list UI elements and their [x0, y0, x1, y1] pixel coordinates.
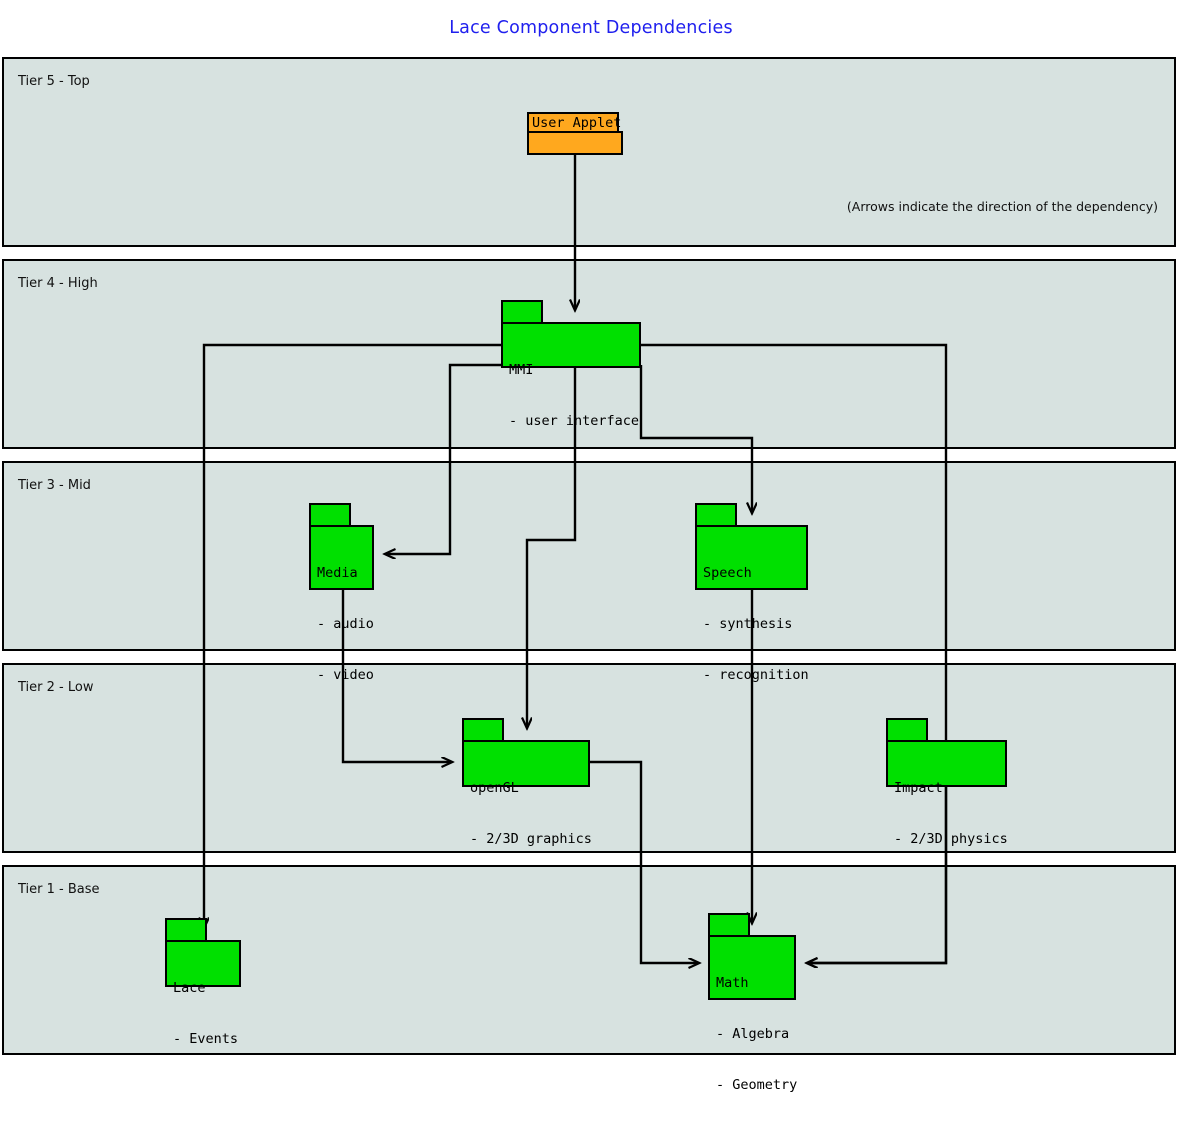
package-math-name: Math: [716, 975, 749, 991]
tier-label-5: Tier 5 - Top: [18, 74, 90, 89]
package-lace-name: Lace: [173, 980, 206, 996]
package-user-applet-label: User Applet: [527, 112, 621, 133]
package-media-body: Media - audio - video: [309, 525, 374, 683]
tier-label-2: Tier 2 - Low: [18, 680, 94, 695]
edge-impact-to-math: [807, 765, 948, 963]
package-tab-icon: [708, 913, 750, 937]
package-impact-name: Impact: [894, 780, 943, 796]
package-speech-name: Speech: [703, 565, 752, 581]
tier-band-mid: Tier 3 - Mid: [2, 461, 1176, 651]
connector-layer: [0, 155, 948, 1056]
package-mmi-name: MMI: [509, 362, 534, 378]
package-impact-body: Impact - 2/3D physics: [886, 740, 1008, 847]
package-opengl-name: openGL: [470, 780, 519, 796]
edge-mmi-to-opengl: [527, 346, 577, 728]
package-tab-icon: [165, 918, 207, 942]
package-tab-icon: [695, 503, 737, 527]
arrow-direction-note: (Arrows indicate the direction of the de…: [846, 199, 1158, 214]
package-mmi-body: MMI - user interface: [501, 322, 641, 429]
package-speech-item-1: - synthesis: [703, 616, 793, 632]
tier-label-4: Tier 4 - High: [18, 276, 98, 291]
package-tab-icon: [462, 718, 504, 742]
package-tab-icon: [501, 300, 543, 324]
package-speech-item-2: - recognition: [703, 667, 809, 683]
package-impact-item-1: - 2/3D physics: [894, 831, 1008, 847]
edge-mmi-to-speech: [639, 365, 752, 513]
package-media-name: Media: [317, 565, 358, 581]
page-title: Lace Component Dependencies: [449, 18, 733, 38]
package-math-item-1: - Algebra: [716, 1026, 790, 1042]
package-media-item-2: - video: [317, 667, 374, 683]
edge-media-to-opengl: [341, 568, 452, 762]
package-tab-icon: [309, 503, 351, 527]
package-user-applet-body: [527, 131, 623, 155]
package-math-item-2: - Geometry: [716, 1077, 798, 1093]
package-mmi-item-1: - user interface: [509, 413, 640, 429]
package-opengl-body: openGL - 2/3D graphics: [462, 740, 592, 847]
package-tab-icon: [886, 718, 928, 742]
package-media-item-1: - audio: [317, 616, 374, 632]
package-math-body: Math - Algebra - Geometry: [708, 935, 797, 1093]
package-opengl-item-1: - 2/3D graphics: [470, 831, 592, 847]
edge-opengl-to-math: [590, 760, 699, 963]
tier-band-high: Tier 4 - High: [2, 259, 1176, 449]
tier-label-1: Tier 1 - Base: [18, 882, 100, 897]
edge-mmi-to-lace: [204, 343, 501, 928]
package-lace-item-1: - Events: [173, 1031, 239, 1047]
edge-mmi-to-media: [385, 363, 501, 554]
package-lace-body: Lace - Events: [165, 940, 241, 1047]
package-speech-body: Speech - synthesis - recognition: [695, 525, 809, 683]
tier-label-3: Tier 3 - Mid: [18, 478, 91, 493]
